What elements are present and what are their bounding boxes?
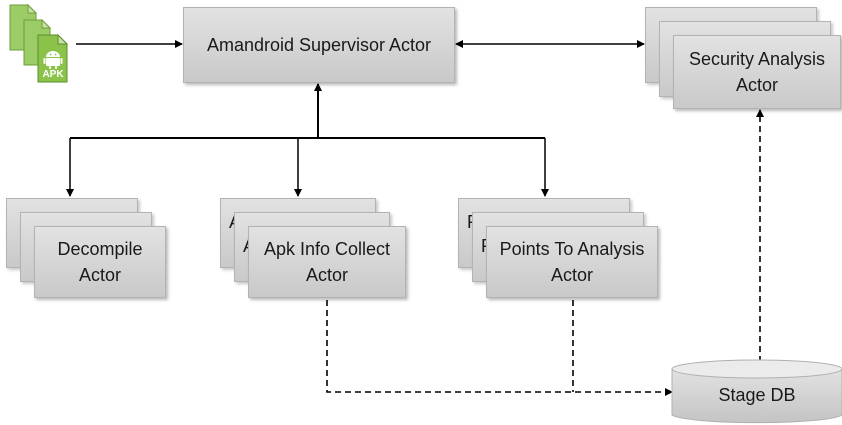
stage-db-label: Stage DB [718, 384, 796, 405]
apk-back-label-1: A [13, 51, 21, 62]
pointsto-label-line1: Points To Analysis [499, 239, 645, 259]
security-analysis-label-line1: Security Analysis [688, 49, 826, 69]
decompile-label-line1: Decompile [57, 239, 143, 259]
supervisor-actor-label: Amandroid Supervisor Actor [206, 35, 432, 55]
stage-db-cylinder [671, 359, 842, 424]
pointsto-actor-box: Points To Analysis Actor [486, 226, 658, 298]
security-analysis-actor-box: Security Analysis Actor [673, 35, 841, 109]
apk-files-icon [9, 3, 69, 83]
dashed-apkinfo-to-db [326, 300, 673, 396]
pointsto-label-line2: Actor [550, 265, 593, 285]
apk-back-label-2: A [28, 66, 36, 77]
decompile-label-line2: Actor [78, 265, 121, 285]
apk-front-label: APK [42, 69, 64, 80]
decompile-actor-box: Decompile Actor [34, 226, 166, 298]
supervisor-actor-box: Amandroid Supervisor Actor [183, 7, 455, 83]
apkinfo-actor-box: Apk Info Collect Actor [248, 226, 406, 298]
security-analysis-label-line2: Actor [735, 75, 778, 95]
apkinfo-label-line1: Apk Info Collect [263, 239, 391, 259]
apkinfo-label-line2: Actor [305, 265, 348, 285]
